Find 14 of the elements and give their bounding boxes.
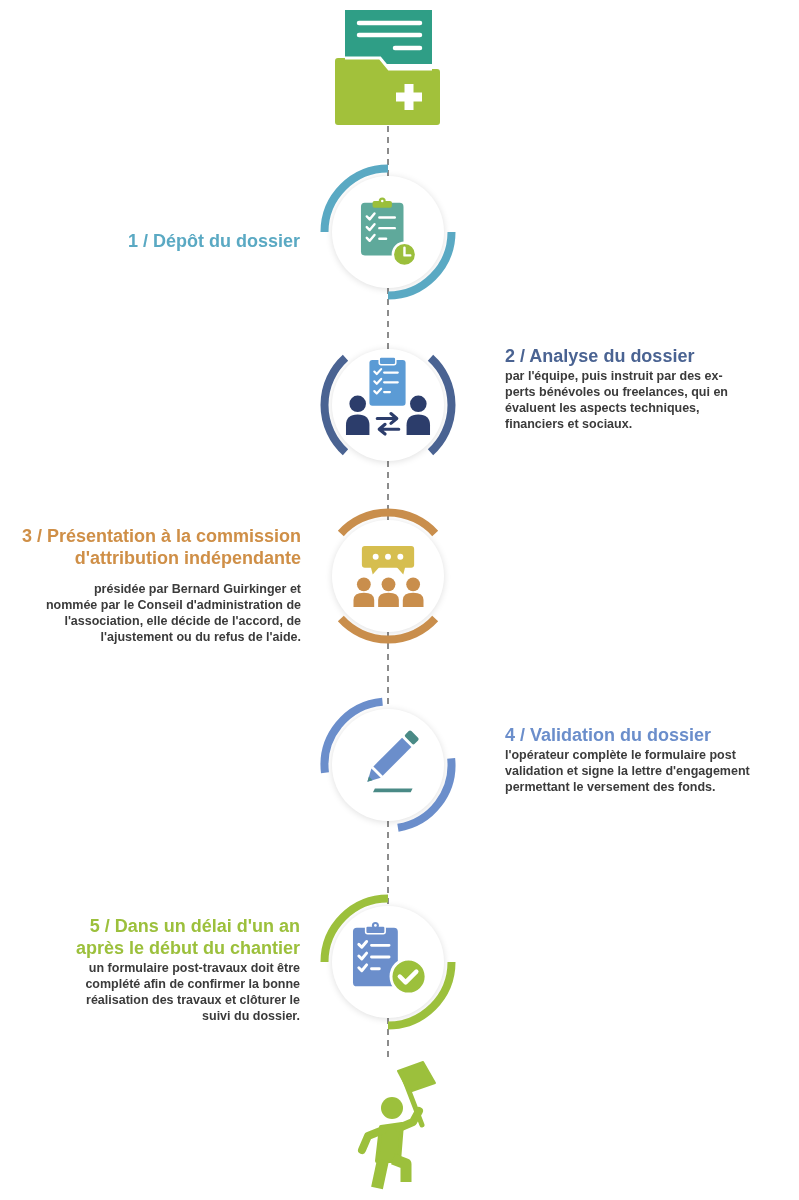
step-heading: 5 / Dans un délai d'un an après le début du chantier [74, 915, 300, 959]
dashed-connector [387, 460, 389, 521]
dashed-connector [387, 125, 389, 177]
step-heading: 3 / Présentation à la commission d'attribution indépendante [20, 525, 301, 569]
step-description: l'opérateur complète le formulaire post validation et signe la lettre d'engagement permettant le versement des fonds. [505, 747, 751, 795]
dashed-connector [387, 287, 389, 350]
step-heading: 4 / Validation du dossier [505, 724, 712, 746]
step-description: par l'équipe, puis instruit par des ex-perts bénévoles ou freelances, qui en évaluent les aspects techniques, financiers et sociaux. [505, 368, 729, 432]
step-heading: 2 / Analyse du dossier [505, 345, 695, 367]
step-description: un formulaire post-travaux doit être complété afin de confirmer la bonne réalisation des travaux et clôturer le suivi du dossier. [84, 960, 300, 1024]
document-folder-icon [335, 8, 441, 126]
dashed-connector [387, 820, 389, 907]
step-description: présidée par Bernard Guirkinger et nommée par le Conseil d'administration de l'association, elle décide de l'accord, de l'ajustement ou du refus de l'aide. [44, 581, 301, 645]
step-heading: 1 / Dépôt du dossier [127, 230, 300, 252]
